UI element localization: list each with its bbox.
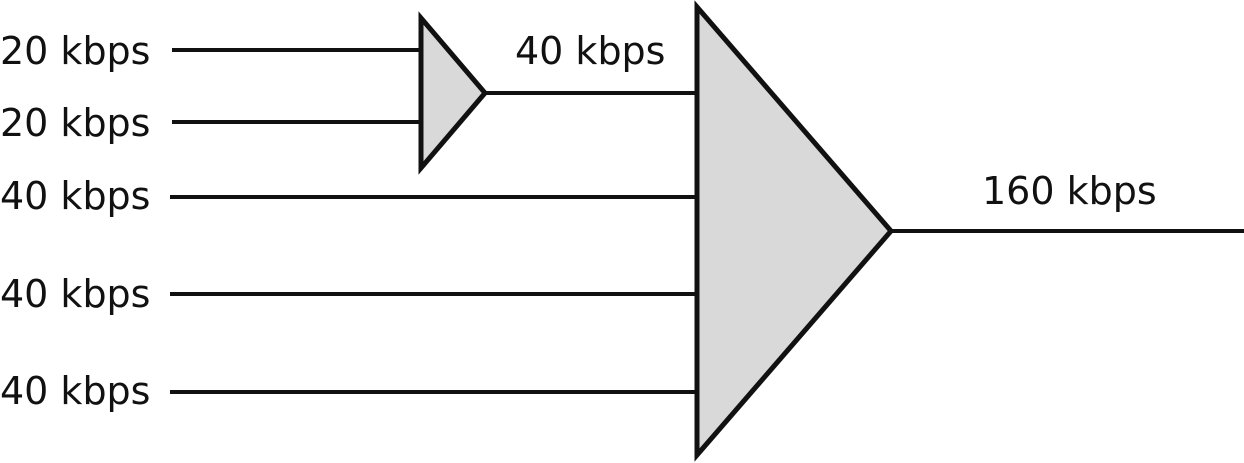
input-label-4: 40 kbps xyxy=(0,272,150,316)
output-label: 160 kbps xyxy=(982,169,1157,213)
large-multiplexer xyxy=(694,0,895,462)
input-label-1: 20 kbps xyxy=(0,29,150,73)
input-label-2: 20 kbps xyxy=(0,101,150,145)
intermediate-label: 40 kbps xyxy=(515,29,665,73)
input-label-5: 40 kbps xyxy=(0,369,150,413)
small-multiplexer xyxy=(418,11,489,175)
input-label-3: 40 kbps xyxy=(0,174,150,218)
